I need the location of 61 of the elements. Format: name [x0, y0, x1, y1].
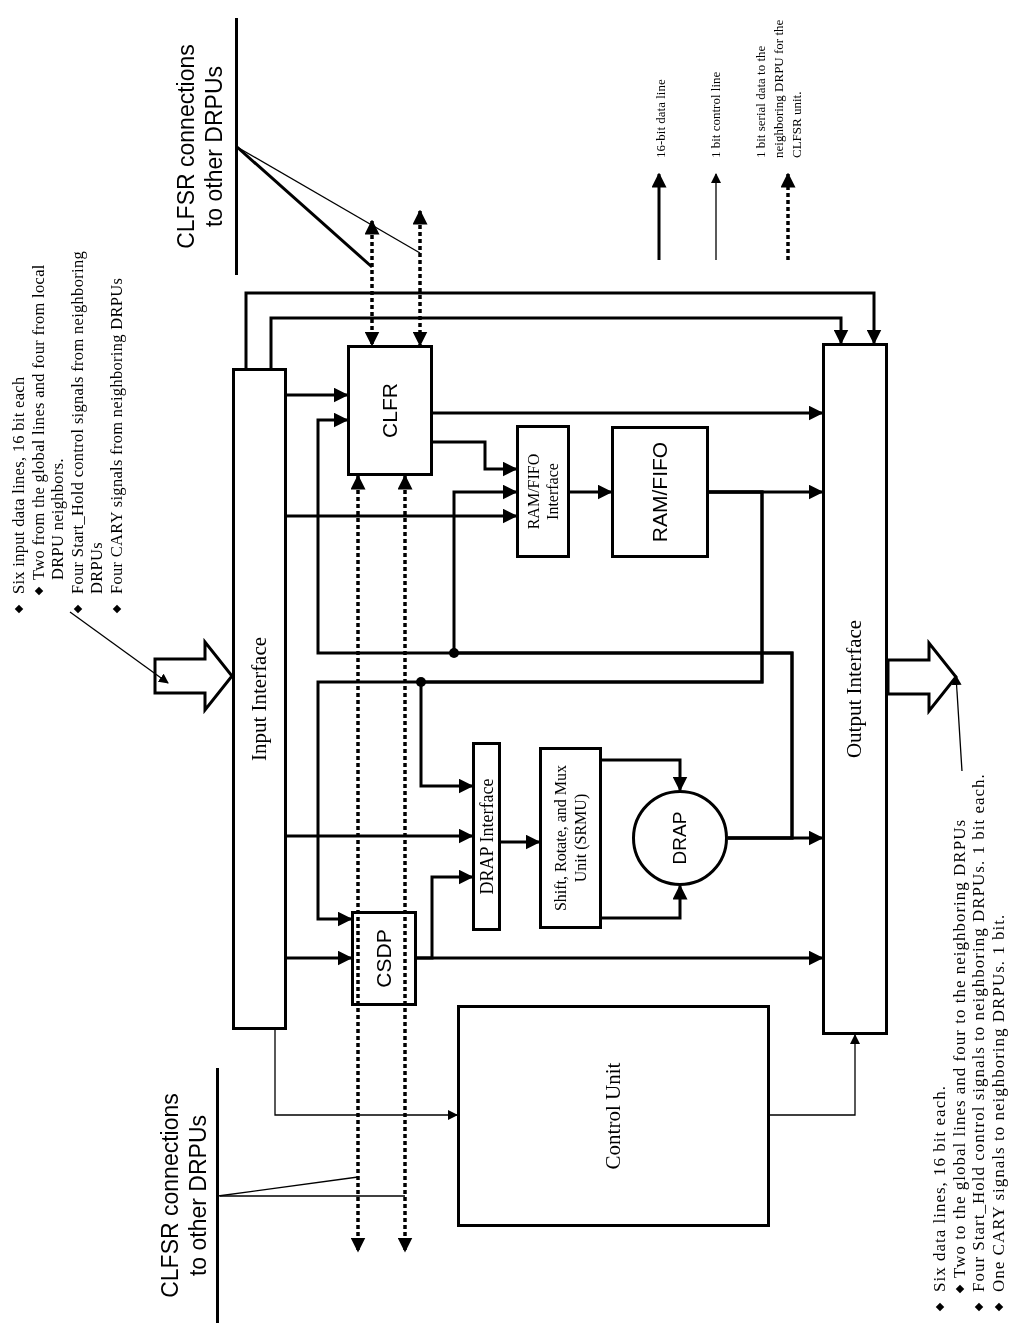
unit-box	[539, 747, 602, 929]
unit-box	[351, 911, 417, 1006]
leader-line	[219, 1195, 406, 1197]
legend-text: 1 bit serial data to the neighboring DRPU for the CLFSR unit.	[752, 18, 805, 158]
dashed-arrow	[364, 219, 380, 347]
interface-box	[472, 742, 501, 931]
interface-box	[516, 425, 570, 558]
note-text: Four CARY signals from neighboring DRPUs	[106, 277, 126, 594]
interface-box	[232, 368, 287, 1030]
box-label: DRAP	[667, 811, 691, 865]
bus-label: CLFSR connections to other DRPUs	[156, 1092, 212, 1300]
arrow	[602, 884, 688, 920]
box-label: Output Interface	[841, 619, 868, 759]
note-text: Six input data lines, 16 bit each	[9, 376, 29, 594]
leader-line	[951, 675, 963, 772]
leader-line	[217, 1176, 359, 1197]
arrow	[570, 484, 613, 500]
arrow	[269, 316, 849, 368]
arrow	[244, 291, 882, 368]
note-text: One CARY signals to neighboring DRPUs. 1 bit.	[988, 913, 1008, 1292]
note-text: Four Start_Hold control signals from neighboring DRPUs	[67, 250, 107, 594]
note-text: Six data lines, 16 bit each.	[930, 1085, 950, 1292]
block-arrow	[886, 638, 958, 716]
arrow	[287, 508, 518, 524]
legend-text: 16-bit data line	[652, 78, 669, 158]
arrow	[452, 484, 794, 840]
arrow	[433, 440, 518, 477]
arrow	[501, 834, 541, 850]
box-label: RAM/FIFO Interface	[524, 452, 562, 532]
box-label: RAM/FIFO	[647, 441, 673, 543]
leader-line	[236, 146, 421, 254]
bus-label: CLFSR connections to other DRPUs	[172, 43, 228, 251]
box-label: Control Unit	[599, 1062, 626, 1170]
note-text: Two to the global lines and four to the neighboring DRPUs	[949, 818, 969, 1278]
arrow	[419, 490, 764, 794]
arrow	[287, 387, 349, 403]
arrow	[287, 828, 474, 844]
box-label: Shift, Rotate, and Mux Unit (SRMU)	[550, 763, 591, 914]
dashed-arrow	[350, 474, 366, 1253]
note-text: Two from the global lines and four from local DRPU neighbors.	[28, 263, 68, 580]
dashed-arrow	[412, 209, 428, 347]
box-label: DRAP Interface	[476, 778, 497, 895]
arrow	[287, 950, 353, 966]
arrow	[274, 1029, 458, 1120]
leader-line	[69, 611, 169, 684]
memory-box	[611, 426, 709, 558]
block-arrow	[153, 637, 234, 715]
arrow	[769, 1034, 860, 1116]
unit-box	[457, 1005, 770, 1227]
arrow	[433, 405, 824, 421]
note-text: Four Start_Hold control signals to neighboring DRPUs. 1 bit each.	[969, 773, 989, 1292]
legend-text: 1 bit control line	[707, 70, 724, 158]
unit-box	[347, 345, 433, 476]
arrow	[602, 758, 688, 792]
interface-box	[822, 343, 888, 1035]
dashed-arrow	[397, 474, 413, 1253]
box-label: CLFR	[377, 383, 403, 438]
box-label: Input Interface	[245, 636, 272, 762]
leader-line	[236, 145, 373, 269]
box-label: CSDP	[371, 929, 397, 988]
arrow	[417, 869, 474, 960]
